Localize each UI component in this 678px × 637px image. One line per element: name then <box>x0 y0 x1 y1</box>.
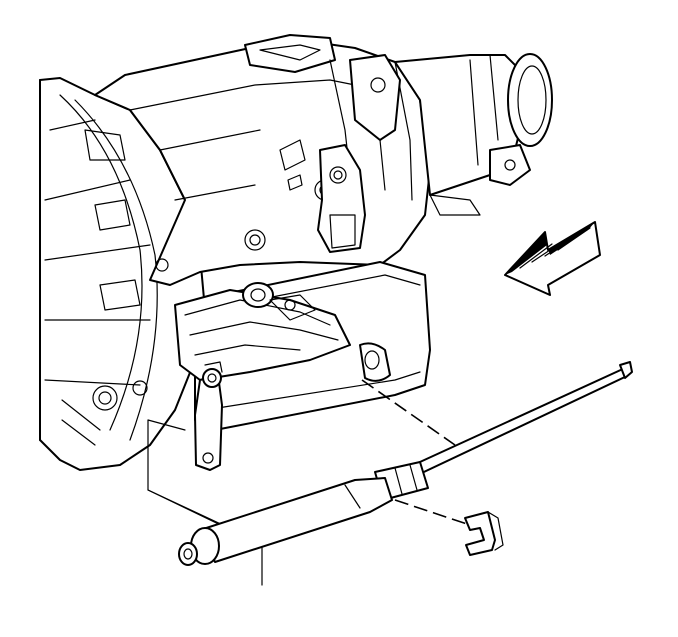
direction-arrow <box>504 221 601 296</box>
oil-pan <box>174 261 431 431</box>
shift-lever <box>194 361 223 471</box>
shift-cable <box>178 361 633 566</box>
extension-housing <box>394 53 553 216</box>
cable-retainer-clip <box>464 511 504 556</box>
transmission-case <box>94 34 431 286</box>
connection-lines <box>361 379 471 526</box>
